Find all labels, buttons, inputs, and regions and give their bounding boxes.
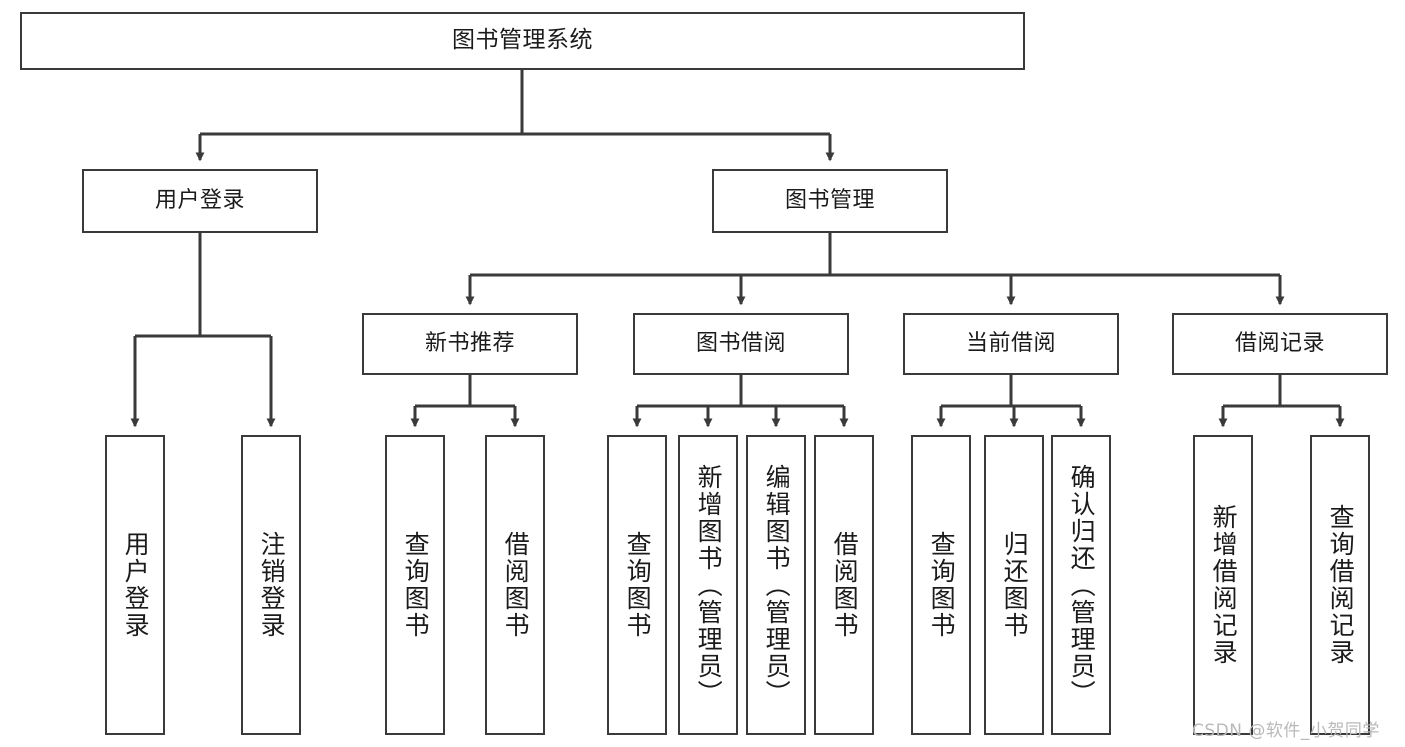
node-book-borrow-label: 图书借阅 [695, 331, 786, 357]
leaf-confirm-return-admin-label: 确认归还（管理员） [1067, 463, 1097, 707]
node-book-manage-label: 图书管理 [784, 188, 875, 214]
node-book-manage[interactable]: 图书管理 [712, 169, 948, 233]
node-borrow-record-label: 借阅记录 [1234, 331, 1325, 357]
leaf-borrow-book-2-label: 借阅图书 [830, 531, 860, 639]
leaf-add-book-admin-label: 新增图书（管理员） [694, 463, 724, 707]
node-root[interactable]: 图书管理系统 [20, 12, 1025, 70]
leaf-query-borrow-record-label: 查询借阅记录 [1326, 504, 1356, 666]
leaf-logout[interactable]: 注销登录 [241, 435, 301, 735]
node-borrow-record[interactable]: 借阅记录 [1172, 313, 1388, 375]
leaf-query-book-3-label: 查询图书 [927, 531, 957, 639]
leaf-confirm-return-admin[interactable]: 确认归还（管理员） [1051, 435, 1111, 735]
leaf-query-book-1[interactable]: 查询图书 [385, 435, 445, 735]
leaf-logout-label: 注销登录 [257, 531, 287, 639]
node-new-book-recommend-label: 新书推荐 [424, 331, 515, 357]
leaf-borrow-book-1-label: 借阅图书 [501, 531, 531, 639]
leaf-user-login[interactable]: 用户登录 [105, 435, 165, 735]
leaf-edit-book-admin-label: 编辑图书（管理员） [762, 463, 792, 707]
leaf-query-book-2-label: 查询图书 [623, 531, 653, 639]
node-current-borrow-label: 当前借阅 [965, 331, 1056, 357]
leaf-query-book-2[interactable]: 查询图书 [607, 435, 667, 735]
leaf-query-book-1-label: 查询图书 [401, 531, 431, 639]
leaf-user-login-label: 用户登录 [121, 531, 151, 639]
leaf-add-borrow-record[interactable]: 新增借阅记录 [1193, 435, 1253, 735]
node-user-login-label: 用户登录 [154, 188, 245, 214]
leaf-return-book-label: 归还图书 [1000, 531, 1030, 639]
csdn-watermark: CSDN @软件_小贺同学 [1192, 721, 1380, 741]
leaf-borrow-book-1[interactable]: 借阅图书 [485, 435, 545, 735]
leaf-borrow-book-2[interactable]: 借阅图书 [814, 435, 874, 735]
node-current-borrow[interactable]: 当前借阅 [903, 313, 1119, 375]
leaf-add-book-admin[interactable]: 新增图书（管理员） [678, 435, 738, 735]
leaf-add-borrow-record-label: 新增借阅记录 [1209, 504, 1239, 666]
node-book-borrow[interactable]: 图书借阅 [633, 313, 849, 375]
node-user-login[interactable]: 用户登录 [82, 169, 318, 233]
node-root-label: 图书管理系统 [452, 27, 593, 54]
node-new-book-recommend[interactable]: 新书推荐 [362, 313, 578, 375]
leaf-edit-book-admin[interactable]: 编辑图书（管理员） [746, 435, 806, 735]
leaf-query-book-3[interactable]: 查询图书 [911, 435, 971, 735]
leaf-query-borrow-record[interactable]: 查询借阅记录 [1310, 435, 1370, 735]
leaf-return-book[interactable]: 归还图书 [984, 435, 1044, 735]
